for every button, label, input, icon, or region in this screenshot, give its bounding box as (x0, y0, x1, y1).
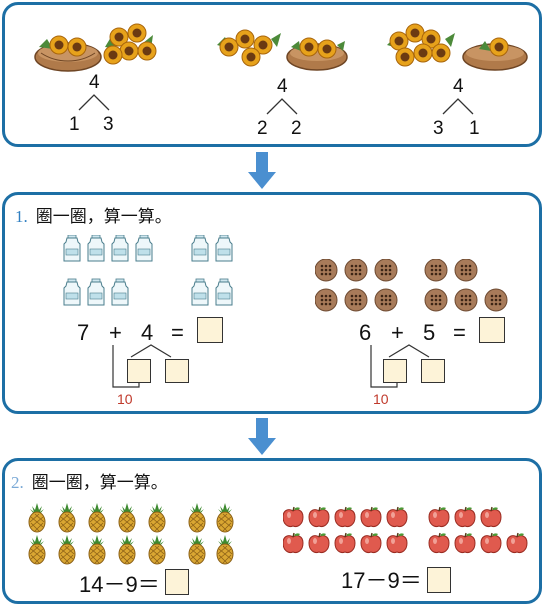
equals-sign: = (171, 320, 184, 345)
exercise-2-panel: 2. 圈一圈，算一算。 14－9＝ 17－9＝ (2, 458, 542, 604)
sunflower-basket-icon (387, 23, 528, 71)
answer-box[interactable] (479, 317, 505, 343)
bond-lines (442, 98, 474, 115)
answer-box[interactable] (197, 317, 223, 343)
addend-a: 7 (77, 320, 90, 345)
exercise-instruction: 圈一圈，算一算。 (31, 473, 168, 493)
ten-label: 10 (373, 391, 389, 407)
pineapple-group (28, 503, 234, 565)
answer-box[interactable] (165, 569, 189, 595)
bond-whole: 4 (89, 72, 100, 93)
addend-b: 5 (423, 320, 436, 345)
decomposition-panel: 4 1 3 4 2 2 4 3 1 (2, 2, 542, 147)
bond-part-right: 2 (291, 118, 302, 139)
answer-box[interactable] (427, 567, 451, 593)
ten-label: 10 (117, 391, 133, 407)
plus-sign: + (109, 320, 122, 345)
exercise-title: 1. 圈一圈，算一算。 (15, 207, 172, 227)
subtraction-expression: 14－9＝ (79, 572, 160, 597)
exercise-number: 1. (15, 207, 28, 226)
exercise-number: 2. (11, 473, 24, 492)
plus-sign: + (391, 320, 404, 345)
bond-part-left: 3 (433, 118, 444, 139)
split-box-right[interactable] (421, 359, 445, 383)
split-box-left[interactable] (127, 359, 151, 383)
equals-sign: = (453, 320, 466, 345)
bond-part-left: 1 (69, 114, 80, 135)
split-box-left[interactable] (383, 359, 407, 383)
split-lines (112, 344, 172, 388)
exercise-title: 2. 圈一圈，算一算。 (11, 473, 168, 493)
addend-b: 4 (141, 320, 154, 345)
exercise-1-panel: 1. 圈一圈，算一算。 7 + 4 = 10 6 + 5 = 10 (2, 192, 542, 414)
sunflower-basket-icon (34, 23, 157, 72)
bond-whole: 4 (453, 76, 464, 97)
split-lines (370, 344, 430, 388)
bond-whole: 4 (277, 76, 288, 97)
down-arrow-icon (248, 418, 276, 455)
addend-a: 6 (359, 320, 372, 345)
bond-lines (78, 94, 110, 111)
split-box-right[interactable] (165, 359, 189, 383)
bond-lines (266, 98, 298, 115)
bond-part-right: 1 (469, 118, 480, 139)
cookie-group (315, 259, 508, 312)
down-arrow-icon (248, 152, 276, 189)
exercise-instruction: 圈一圈，算一算。 (35, 207, 172, 227)
subtraction-expression: 17－9＝ (341, 568, 422, 593)
bond-part-right: 3 (103, 114, 114, 135)
bottle-group (63, 235, 233, 306)
sunflower-basket-icon (217, 29, 348, 71)
bond-part-left: 2 (257, 118, 268, 139)
apple-group (283, 506, 528, 554)
